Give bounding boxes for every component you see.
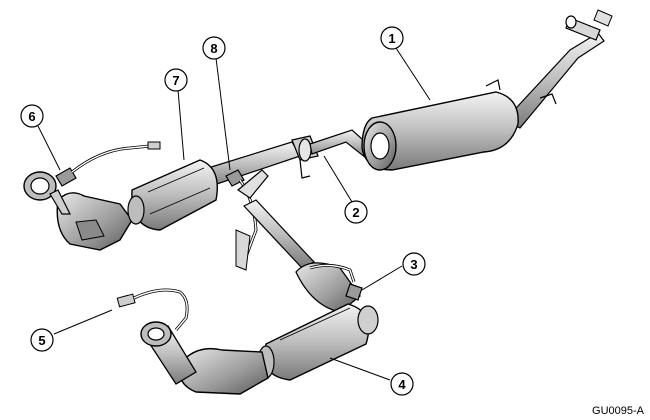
left-manifold (23, 171, 133, 251)
svg-text:5: 5 (38, 333, 45, 348)
oxygen-sensor-6 (55, 141, 161, 187)
muffler (361, 91, 519, 171)
callout-8: 8 (202, 36, 226, 60)
callout-6: 6 (20, 104, 44, 128)
hanger-bracket (236, 169, 269, 199)
callout-3: 3 (402, 252, 426, 276)
svg-text:6: 6 (28, 109, 35, 124)
figure-id-label: GU0095-A (592, 405, 644, 417)
svg-text:1: 1 (388, 31, 395, 46)
intermediate-pipe (194, 129, 373, 189)
catalytic-converter-left (127, 159, 218, 231)
callout-4: 4 (390, 372, 414, 396)
callout-1: 1 (380, 26, 404, 50)
svg-text:7: 7 (172, 73, 179, 88)
svg-text:2: 2 (352, 205, 359, 220)
svg-text:3: 3 (410, 257, 417, 272)
callout-5: 5 (30, 328, 54, 352)
svg-text:8: 8 (210, 41, 217, 56)
leader-lines (37, 47, 431, 381)
callout-2: 2 (344, 200, 368, 224)
tailpipe (485, 9, 613, 129)
right-manifold (140, 321, 269, 395)
right-pipe (243, 199, 363, 313)
oxygen-sensor-5 (116, 288, 189, 331)
svg-text:4: 4 (398, 377, 406, 392)
callout-7: 7 (164, 68, 188, 92)
